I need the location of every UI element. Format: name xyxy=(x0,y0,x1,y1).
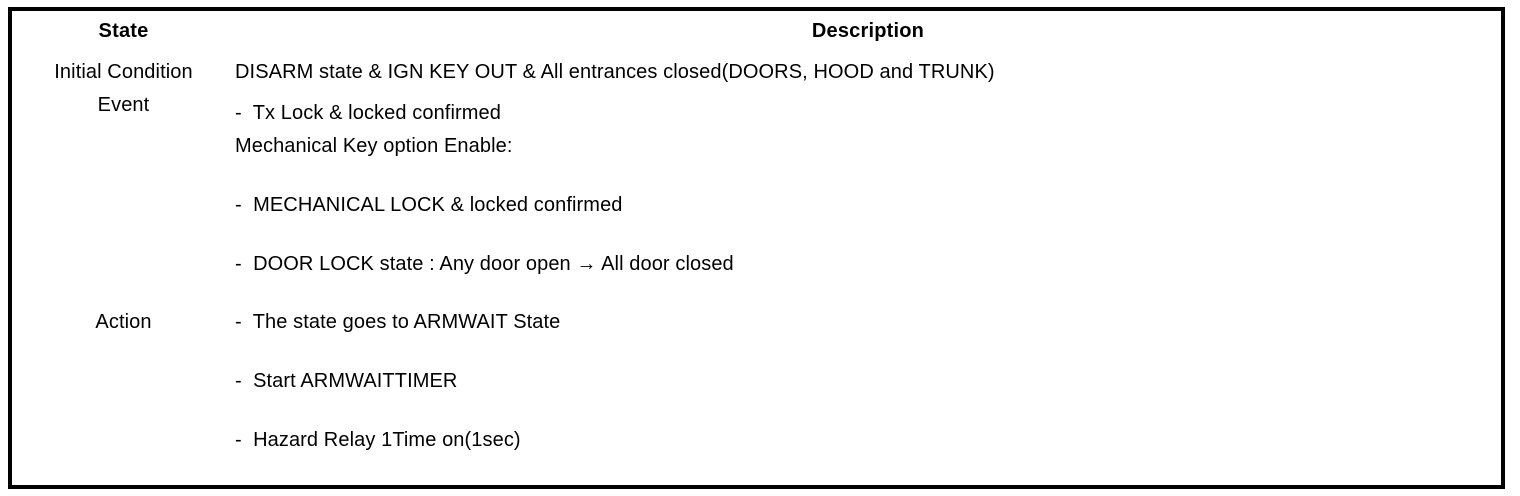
row-description-initial-condition: DISARM state & IGN KEY OUT & All entranc… xyxy=(235,52,1501,93)
state-description-table: State Description Initial Condition DISA… xyxy=(8,7,1505,489)
description-line: - Start ARMWAITTIMER xyxy=(235,369,458,392)
description-line: - Tx Lock & locked confirmed xyxy=(235,102,501,124)
description-line: - The state goes to ARMWAIT State xyxy=(235,310,561,333)
column-header-description: Description xyxy=(235,11,1501,52)
table-row-action: Action - The state goes to ARMWAIT State… xyxy=(12,309,1501,485)
table-header-row: State Description xyxy=(12,11,1501,52)
table-row-initial-condition: Initial Condition DISARM state & IGN KEY… xyxy=(12,52,1501,93)
column-header-state: State xyxy=(12,11,235,52)
table-row-event-mechanical-key: Mechanical Key option Enable: - MECHANIC… xyxy=(12,134,1501,310)
description-line: - DOOR LOCK state : Any door open → All … xyxy=(235,253,734,275)
description-line: Mechanical Key option Enable: xyxy=(235,135,513,157)
row-label-event: Event xyxy=(12,93,235,310)
description-line: DISARM state & IGN KEY OUT & All entranc… xyxy=(235,61,995,83)
description-line: - MECHANICAL LOCK & locked confirmed xyxy=(235,194,623,216)
table-row-event: Event - Tx Lock & locked confirmed xyxy=(12,93,1501,310)
row-description-event-tx-lock: - Tx Lock & locked confirmed xyxy=(235,93,1501,134)
row-label-initial-condition: Initial Condition xyxy=(12,52,235,93)
row-description-event-mechanical-key: Mechanical Key option Enable: - MECHANIC… xyxy=(235,134,1501,310)
row-description-action: - The state goes to ARMWAIT State - Star… xyxy=(235,309,1501,485)
row-label-action: Action xyxy=(12,309,235,485)
table: State Description Initial Condition DISA… xyxy=(12,11,1501,485)
description-line: - Hazard Relay 1Time on(1sec) xyxy=(235,428,521,451)
